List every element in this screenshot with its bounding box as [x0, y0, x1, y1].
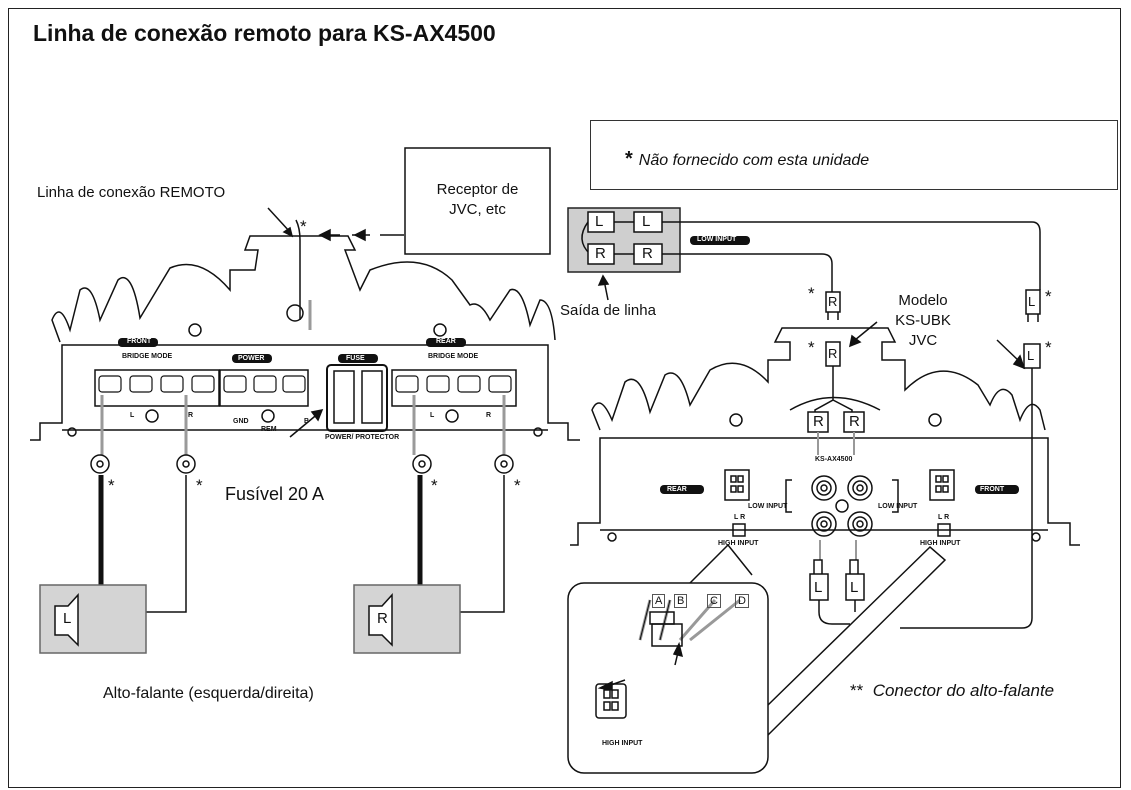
rear-tag [426, 338, 466, 347]
plug-r-5: R [813, 413, 824, 430]
l-label-left: L [130, 412, 135, 419]
front-tag-right [975, 485, 1019, 494]
plug-r-1: R [595, 245, 606, 262]
left-amplifier [30, 219, 580, 441]
front-label: FRONT [127, 338, 152, 345]
plug-l-3: L [1028, 294, 1036, 309]
front-tag [118, 338, 158, 347]
receiver-box [404, 147, 551, 255]
fuse-label: FUSE [346, 355, 365, 362]
gnd-label: GND [233, 418, 249, 425]
speakers-label: Alto-falante (esquerda/direita) [103, 685, 314, 702]
star-5: * [514, 476, 521, 495]
plug-l-4: L [1027, 348, 1035, 363]
star-1: * [300, 217, 307, 236]
model-plate: KS-AX4500 [815, 456, 853, 463]
fuse-label-main: Fusível 20 A [225, 484, 325, 504]
page-title: Linha de conexão remoto para KS-AX4500 [33, 20, 496, 46]
high-input-left: HIGH INPUT [718, 540, 759, 547]
low-input-tag-label: LOW INPUT [697, 236, 737, 243]
low-input-tag [690, 236, 750, 245]
star-8: * [1045, 287, 1052, 306]
power-tag [232, 354, 272, 363]
line-out-label: Saída de linha [560, 302, 656, 319]
r-label-left: R [188, 412, 194, 419]
star-6: * [808, 284, 815, 303]
wire-a: A [652, 594, 666, 608]
connector-text: Conector do alto-falante [872, 681, 1055, 700]
receiver-label: Receptor de JVC, etc [405, 180, 550, 220]
model-line-3: JVC [908, 332, 938, 349]
low-input-left: LOW INPUT [748, 503, 788, 510]
note-label: Não fornecido com esta unidade [638, 152, 870, 169]
note-box: * Não fornecido com esta unidade [590, 120, 1118, 190]
star-3: * [196, 476, 203, 495]
connector-star: ** [850, 681, 864, 700]
b-label: B [304, 418, 310, 425]
power-label: POWER [238, 355, 265, 362]
wire-d: D [735, 594, 749, 608]
speaker-l: L [63, 610, 72, 627]
wire-c: C [707, 594, 721, 608]
connector-callout [567, 582, 769, 774]
rem-label: REM [261, 426, 277, 433]
model-line-2: KS-UBK [895, 312, 951, 329]
plug-l-2: L [642, 213, 651, 230]
note-text: * Não fornecido com esta unidade [625, 148, 869, 171]
connector-label: ** Conector do alto-falante [850, 681, 1054, 701]
bridge-label-left: BRIDGE MODE [122, 353, 173, 360]
star-4: * [431, 476, 438, 495]
plug-r-2: R [642, 245, 653, 262]
l-label-rear: L [430, 412, 435, 419]
remote-line-label: Linha de conexão REMOTO [37, 184, 226, 201]
high-input-right: HIGH INPUT [920, 540, 961, 547]
lr-right: L R [938, 514, 950, 521]
low-input-right: LOW INPUT [878, 503, 918, 510]
receiver-line-1: Receptor de [436, 181, 519, 198]
rear-label: REAR [436, 338, 456, 345]
high-input-callout: HIGH INPUT [602, 740, 643, 747]
plug-l-6: L [850, 579, 859, 596]
rear-label-right: REAR [667, 486, 687, 493]
note-star: * [625, 148, 633, 170]
model-line-1: Modelo [898, 292, 948, 309]
diagram-frame [8, 8, 1121, 788]
model-label: Modelo KS-UBK JVC [878, 291, 968, 351]
star-7: * [808, 338, 815, 357]
plug-r-4: R [828, 346, 838, 361]
star-2: * [108, 476, 115, 495]
front-label-right: FRONT [980, 486, 1005, 493]
plug-l-1: L [595, 213, 604, 230]
wire-b: B [674, 594, 688, 608]
r-label-rear: R [486, 412, 492, 419]
fuse-tag [338, 354, 378, 363]
line-out-block [567, 207, 681, 273]
rear-tag-right [660, 485, 704, 494]
protector-label: POWER/ PROTECTOR [325, 434, 400, 441]
plug-r-3: R [828, 294, 838, 309]
plug-r-6: R [849, 413, 860, 430]
speaker-r: R [377, 610, 388, 627]
plug-l-5: L [814, 579, 823, 596]
bridge-label-right: BRIDGE MODE [428, 353, 479, 360]
star-9: * [1045, 338, 1052, 357]
right-amplifier [570, 327, 1080, 546]
receiver-line-2: JVC, etc [449, 201, 506, 218]
ring-terminals [90, 454, 514, 474]
lr-left: L R [734, 514, 746, 521]
